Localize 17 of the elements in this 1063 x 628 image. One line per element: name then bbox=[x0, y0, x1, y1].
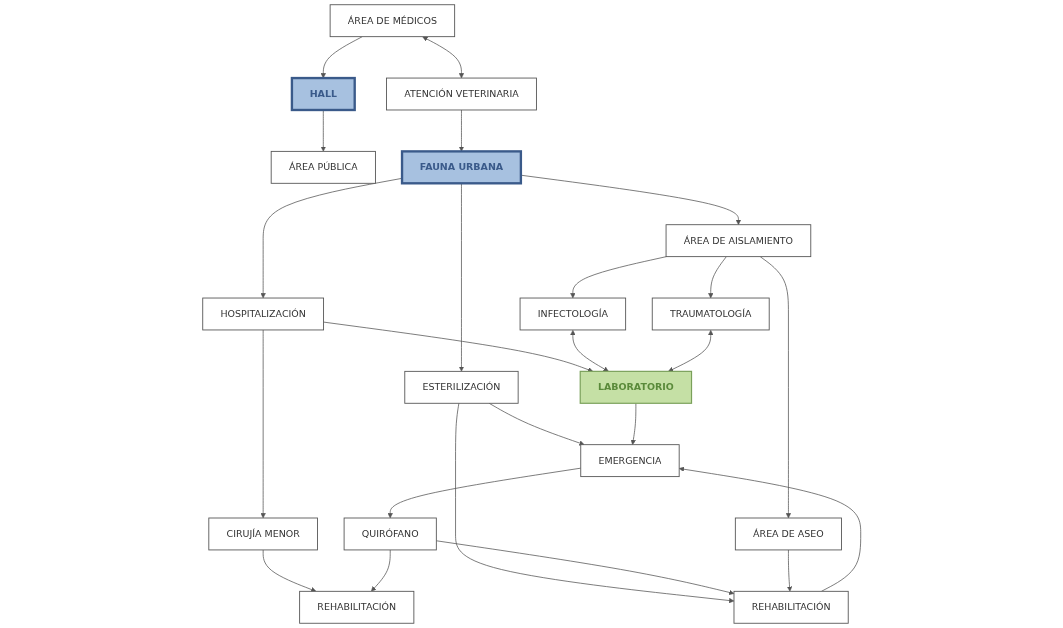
node-box: ÁREA DE AISLAMIENTO bbox=[665, 224, 811, 258]
node-box: ÁREA PÚBLICA bbox=[270, 150, 376, 184]
node-box: TRAUMATOLOGÍA bbox=[651, 297, 770, 331]
node-box: EMERGENCIA bbox=[580, 444, 680, 478]
node-box: ESTERILIZACIÓN bbox=[404, 370, 519, 404]
node-box: INFECTOLOGÍA bbox=[519, 297, 626, 331]
node-box: FAUNA URBANA bbox=[400, 150, 522, 185]
node-box: REHABILITACIÓN bbox=[298, 590, 415, 624]
node-box: CIRUJÍA MENOR bbox=[208, 517, 318, 551]
node-box: HOSPITALIZACIÓN bbox=[202, 297, 324, 331]
node-box: LABORATORIO bbox=[579, 370, 692, 404]
node-box: ÁREA DE MÉDICOS bbox=[329, 4, 455, 38]
node-box: HALL bbox=[290, 76, 356, 112]
node-box: REHABILITACIÓN bbox=[733, 590, 849, 624]
node-box: ATENCIÓN VETERINARIA bbox=[385, 77, 537, 111]
node-box: QUIRÓFANO bbox=[343, 517, 437, 551]
node-box: ÁREA DE ASEO bbox=[734, 517, 842, 551]
